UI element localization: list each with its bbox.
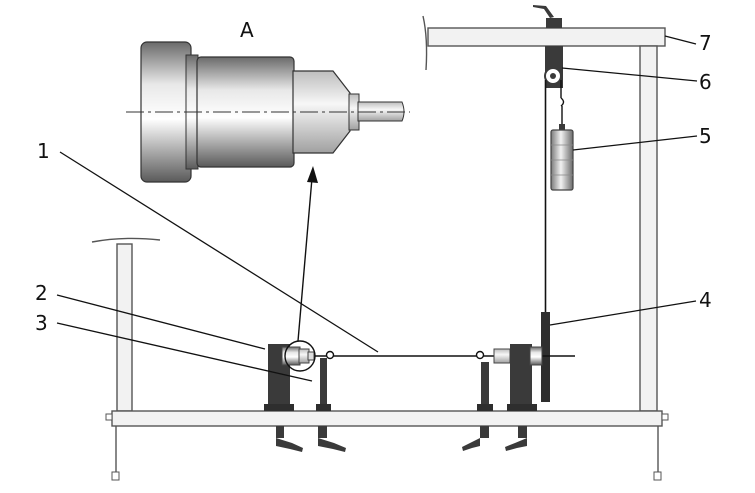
detail-a-drawing — [126, 41, 410, 183]
callout-2: 2 — [35, 281, 48, 305]
detail-label: A — [240, 18, 254, 42]
left-support — [316, 350, 346, 452]
right-support — [462, 350, 493, 451]
right-clamp — [493, 344, 543, 451]
callout-1: 1 — [37, 139, 50, 163]
callout-5: 5 — [699, 124, 712, 148]
left-frame — [91, 237, 161, 412]
callout-3: 3 — [35, 311, 48, 335]
detail-arrow — [297, 166, 318, 342]
base-rail — [105, 410, 669, 481]
left-clamp — [264, 340, 316, 452]
lever-arm — [541, 312, 550, 402]
weight — [550, 129, 574, 191]
top-frame — [422, 5, 666, 412]
callout-6: 6 — [699, 70, 712, 94]
callout-7: 7 — [699, 31, 712, 55]
callout-4: 4 — [699, 288, 712, 312]
leader-lines — [56, 35, 698, 382]
